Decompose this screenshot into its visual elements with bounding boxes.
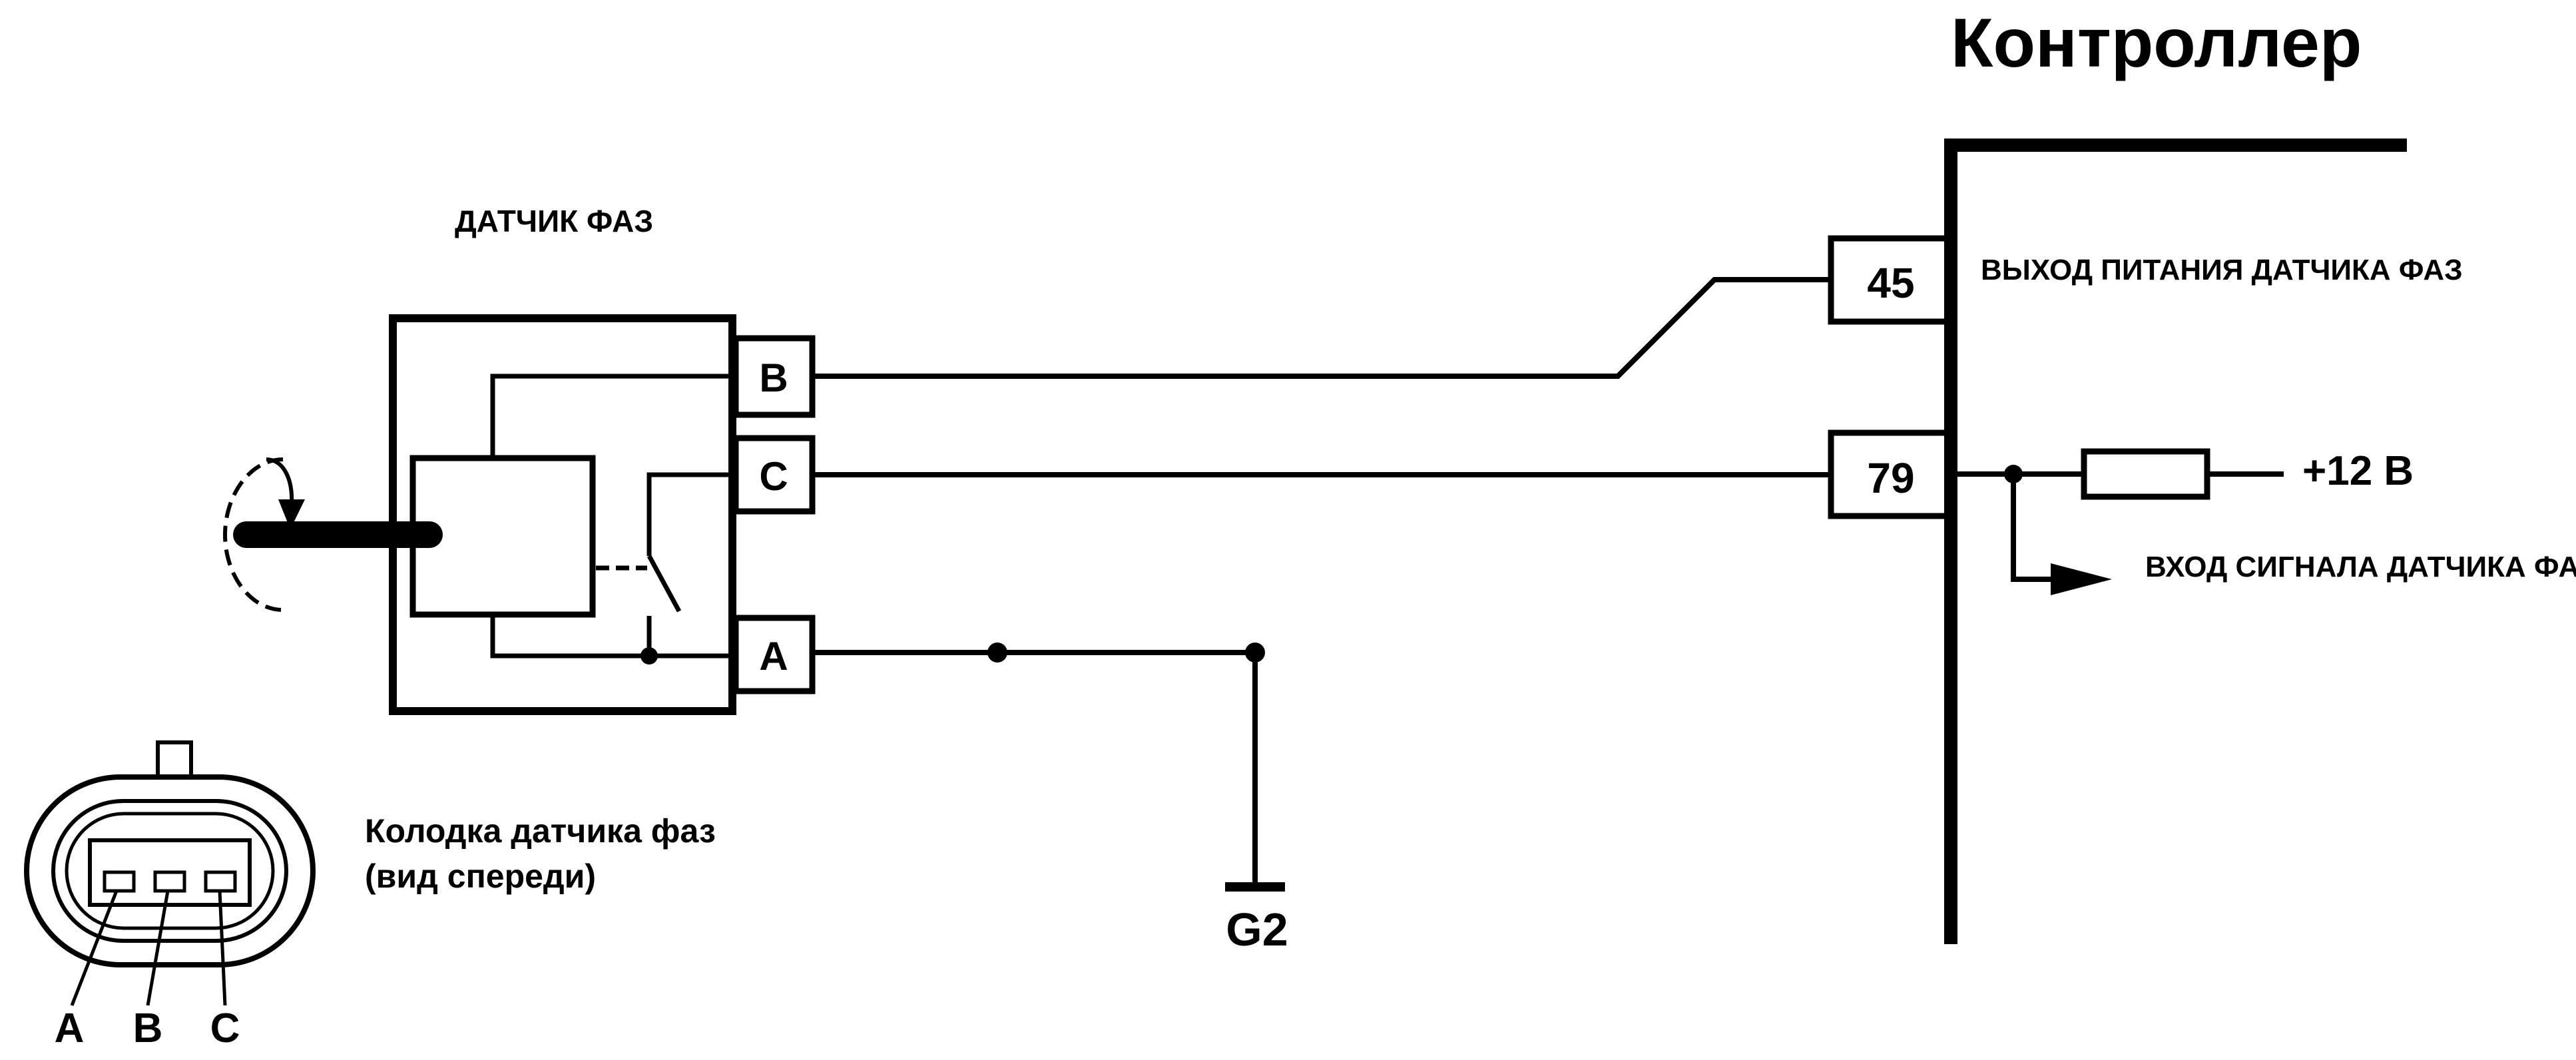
connector-leader-a [70, 890, 119, 1006]
connector-caption-line2: (вид спереди) [365, 858, 596, 895]
connector-seal [65, 812, 275, 930]
connector-outer-shell [24, 774, 316, 967]
sensor-housing [389, 314, 736, 715]
supply-label: +12 В [2302, 448, 2414, 494]
controller-title: Контроллер [1951, 5, 2362, 82]
wire-b-to-45 [812, 277, 1831, 379]
pullup-resistor [2081, 448, 2210, 500]
connector-leader-c [218, 890, 227, 1006]
connector-leader-b [146, 890, 170, 1006]
controller-pin-79-label: ВХОД СИГНАЛА ДАТЧИКА ФАЗ [2145, 551, 2576, 583]
ground-label: G2 [1226, 904, 1288, 955]
controller-pin-45-number: 45 [1867, 259, 1914, 307]
controller-pin-45-label: ВЫХОД ПИТАНИЯ ДАТЧИКА ФАЗ [1981, 254, 2463, 286]
connector-inner-shell [51, 799, 288, 943]
controller-pin-79-number: 79 [1867, 454, 1914, 502]
rotation-arrow-icon [278, 499, 305, 529]
connector-pin-a [103, 870, 136, 893]
sensor-pin-b-label: B [759, 356, 788, 400]
rotation-arc-back [222, 457, 284, 612]
sensor-pin-a-label: A [759, 634, 788, 678]
internal-wire-b [490, 374, 736, 458]
connector-caption-line1: Колодка датчика фаз [365, 812, 716, 850]
switch-upper-lead [646, 472, 736, 556]
sensor-title: ДАТЧИК ФАЗ [455, 204, 653, 238]
ground-wire-dot-1 [987, 643, 1007, 662]
rotation-arc-front [266, 457, 294, 505]
connector-latch [156, 740, 193, 779]
signal-input-arrow-icon [2051, 563, 2112, 595]
connector-pin-label-b: B [133, 1005, 163, 1051]
internal-wire-a [490, 615, 736, 659]
connector-pin-c [204, 870, 237, 893]
switch-blade [646, 555, 682, 613]
sensor-pin-c-label: C [759, 454, 788, 499]
connector-pin-b [153, 870, 186, 893]
connector-pin-label-a: A [55, 1005, 85, 1051]
connector-pin-label-c: C [210, 1005, 240, 1051]
connector-pin-cavity [88, 838, 252, 907]
signal-input-line [2011, 474, 2054, 582]
